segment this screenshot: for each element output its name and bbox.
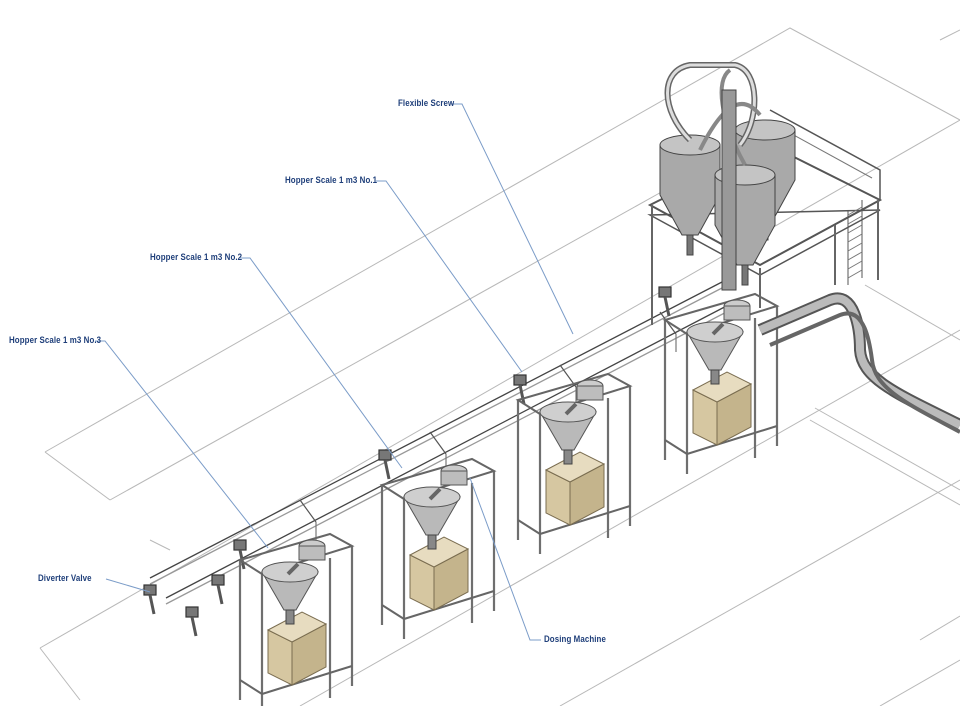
hopper-station bbox=[237, 532, 355, 706]
leader-diverter-valve bbox=[105, 578, 151, 593]
valve-outlet bbox=[518, 384, 526, 405]
frame-top bbox=[662, 292, 780, 336]
duct bbox=[769, 311, 960, 434]
floor-outline bbox=[39, 27, 960, 706]
floor-line bbox=[879, 659, 960, 706]
floor-line bbox=[39, 647, 81, 701]
diverter-valve bbox=[211, 574, 225, 586]
frame-rail bbox=[381, 604, 405, 620]
leader-hopper-no1 bbox=[376, 180, 523, 373]
conveyor-pipe bbox=[149, 281, 723, 579]
label-hopper-scale-no1: Hopper Scale 1 m3 No.1 bbox=[285, 175, 378, 185]
railing bbox=[769, 109, 881, 200]
floor-line bbox=[814, 407, 960, 491]
floor-line bbox=[919, 615, 960, 641]
hopper-station bbox=[379, 457, 497, 639]
valve-outlet bbox=[663, 296, 671, 317]
frame-rail bbox=[517, 519, 541, 535]
label-hopper-scale-no3: Hopper Scale 1 m3 No.3 bbox=[9, 335, 102, 345]
leader-lines bbox=[95, 103, 574, 641]
diverter-valve bbox=[378, 449, 392, 461]
frame-rail bbox=[539, 505, 631, 535]
floor-line bbox=[864, 284, 960, 341]
hopper-station bbox=[515, 372, 633, 554]
floor-line bbox=[39, 119, 960, 649]
floor-line bbox=[939, 29, 960, 41]
silo-outlet bbox=[741, 264, 749, 286]
hopper-station bbox=[662, 292, 780, 474]
diverter-valve bbox=[658, 286, 672, 298]
floor-line bbox=[44, 451, 111, 501]
feed-pipe bbox=[286, 562, 300, 576]
floor-line bbox=[149, 539, 171, 551]
conveyor-pipe bbox=[165, 299, 739, 599]
leader-hopper-no3 bbox=[95, 340, 269, 549]
valve-outlet bbox=[148, 594, 156, 615]
dosing-machine bbox=[440, 470, 468, 486]
floor-line bbox=[559, 479, 960, 706]
ladder-rung bbox=[847, 269, 863, 279]
ladder-rung bbox=[847, 215, 863, 225]
flexible-screw-conveyors bbox=[143, 281, 739, 637]
feed-pipe bbox=[711, 322, 725, 336]
frame-rail bbox=[686, 425, 778, 455]
frame-rail bbox=[239, 679, 263, 695]
dosing-machine bbox=[723, 305, 751, 321]
diverter-valve bbox=[185, 606, 199, 618]
ladder-rung bbox=[847, 233, 863, 243]
conveyor-pipe bbox=[149, 287, 723, 585]
ladder-rung bbox=[847, 206, 863, 216]
ladder-rung bbox=[847, 251, 863, 261]
frame-rail bbox=[261, 665, 353, 695]
ladder-rung bbox=[847, 260, 863, 270]
diverter-valve bbox=[233, 539, 247, 551]
diverter-valve bbox=[143, 584, 157, 596]
leader-dosing-machine bbox=[469, 477, 541, 641]
valve-outlet bbox=[383, 459, 391, 480]
label-dosing-machine: Dosing Machine bbox=[544, 634, 606, 644]
label-diverter-valve: Diverter Valve bbox=[38, 573, 92, 583]
silo-outlet bbox=[686, 234, 694, 256]
frame-top bbox=[515, 372, 633, 416]
leader-flexible-screw bbox=[451, 103, 574, 335]
conveyor-support bbox=[429, 431, 447, 455]
silo-platform bbox=[647, 62, 960, 434]
hopper-outlet bbox=[427, 534, 437, 550]
conveyor-support bbox=[299, 499, 317, 523]
frame-top bbox=[237, 532, 355, 576]
central-column bbox=[721, 89, 737, 291]
valve-outlet bbox=[190, 616, 198, 637]
hopper-outlet bbox=[563, 449, 573, 465]
hopper-outlet bbox=[710, 369, 720, 385]
silo bbox=[659, 144, 721, 236]
duct bbox=[758, 294, 960, 429]
label-flexible-screw: Flexible Screw bbox=[398, 98, 455, 108]
dosing-machine bbox=[298, 545, 326, 561]
label-hopper-scale-no2: Hopper Scale 1 m3 No.2 bbox=[150, 252, 243, 262]
floor-line bbox=[44, 27, 960, 453]
feed-pipe bbox=[564, 402, 578, 416]
dosing-machine bbox=[576, 385, 604, 401]
floor-line bbox=[809, 419, 960, 506]
frame-rail bbox=[403, 590, 495, 620]
feed-pipe bbox=[428, 487, 442, 501]
floor-line bbox=[109, 189, 666, 501]
ladder-rung bbox=[847, 224, 863, 234]
frame-top bbox=[379, 457, 497, 501]
ladder-rung bbox=[847, 242, 863, 252]
leader-hopper-no2 bbox=[240, 257, 403, 469]
transfer-pipe bbox=[666, 63, 756, 146]
frame-rail bbox=[664, 439, 688, 455]
diverter-valve bbox=[513, 374, 527, 386]
valve-outlet bbox=[216, 584, 224, 605]
hopper-outlet bbox=[285, 609, 295, 625]
hopper-stations bbox=[237, 292, 780, 706]
